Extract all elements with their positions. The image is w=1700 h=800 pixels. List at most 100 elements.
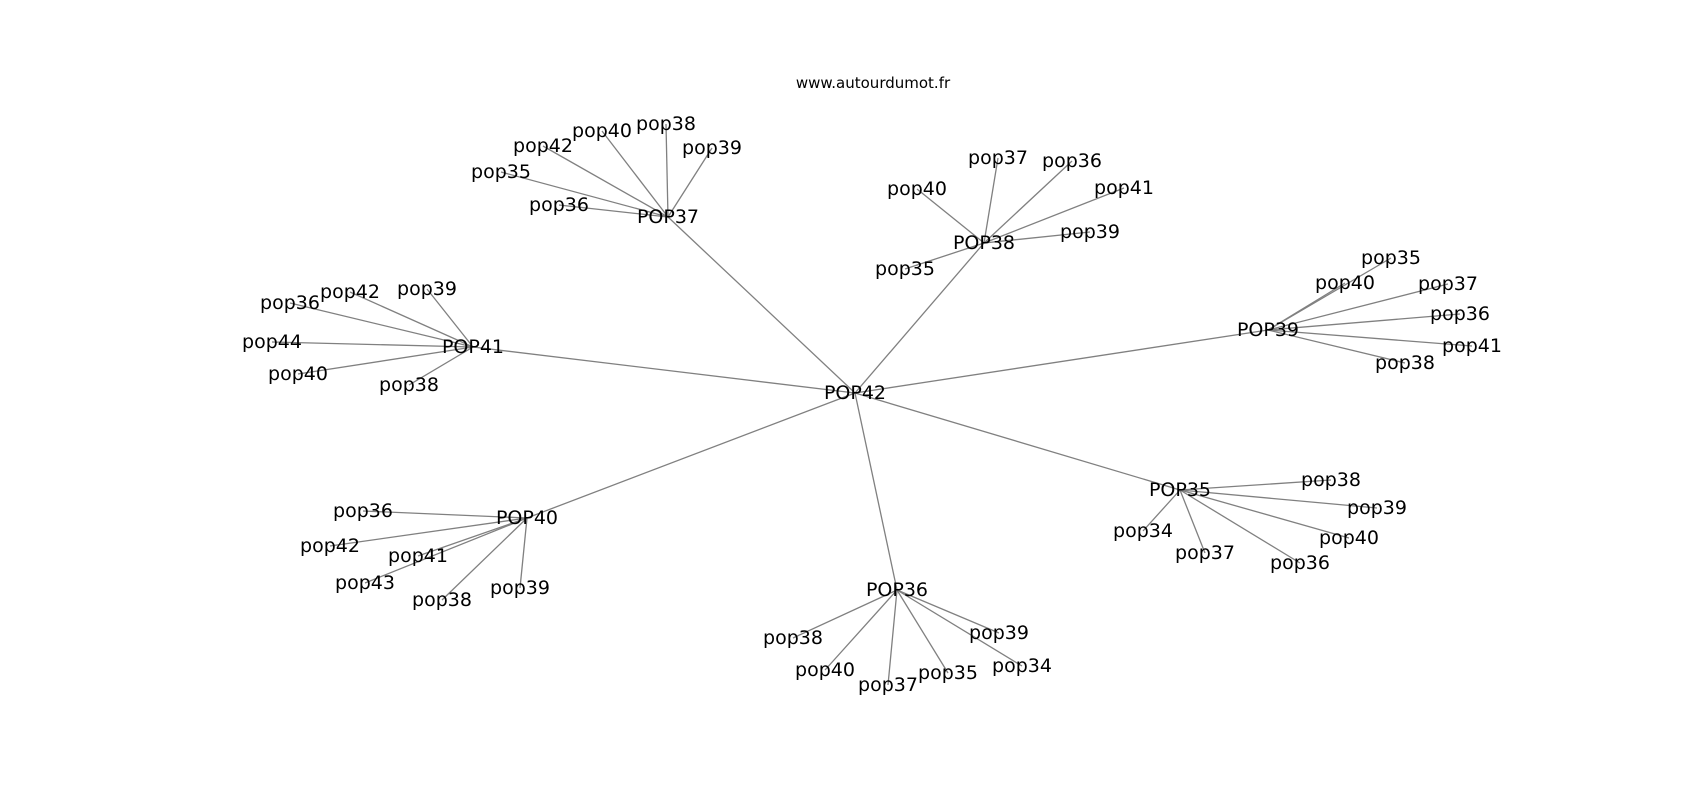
node-center-pop42: POP42	[824, 382, 886, 404]
node-leaf-pop40-pop41: pop41	[388, 545, 448, 567]
node-leaf-pop39-pop41: pop41	[1442, 335, 1502, 357]
edges-layer	[271, 123, 1473, 686]
node-leaf-pop40-pop43: pop43	[335, 572, 395, 594]
node-leaf-pop35-pop38: pop38	[1301, 469, 1361, 491]
node-leaf-pop40-pop36: pop36	[333, 500, 393, 522]
edge-pop42-pop38	[854, 242, 985, 394]
node-leaf-pop35-pop40: pop40	[1319, 527, 1379, 549]
edge-pop41-pop42	[349, 291, 474, 348]
edge-pop39-pop37	[1267, 283, 1449, 331]
node-hub-pop37: POP37	[637, 206, 699, 228]
edge-pop37-pop39	[667, 147, 713, 218]
edge-pop38-pop40	[916, 188, 985, 244]
node-leaf-pop38-pop37: pop37	[968, 147, 1028, 169]
edge-pop42-pop35	[854, 392, 1181, 491]
node-leaf-pop39-pop36: pop36	[1430, 303, 1490, 325]
edge-pop40-pop36	[362, 510, 528, 519]
node-leaf-pop37-pop38: pop38	[636, 113, 696, 135]
edge-pop38-pop35	[904, 242, 985, 270]
node-hub-pop39: POP39	[1237, 319, 1299, 341]
edge-pop36-pop34	[896, 589, 1023, 667]
node-leaf-pop41-pop36: pop36	[260, 292, 320, 314]
edge-pop36-pop38	[792, 589, 898, 639]
edge-pop37-pop40	[601, 130, 669, 218]
edge-pop35-pop34	[1142, 489, 1181, 532]
edge-pop37-pop42	[542, 145, 669, 218]
watermark-text: www.autourdumot.fr	[796, 74, 951, 92]
node-leaf-pop39-pop38: pop38	[1375, 352, 1435, 374]
node-leaf-pop37-pop42: pop42	[513, 135, 573, 157]
edge-pop39-pop41	[1267, 329, 1473, 347]
node-leaf-pop36-pop37: pop37	[858, 674, 918, 696]
node-leaf-pop37-pop40: pop40	[572, 120, 632, 142]
node-leaf-pop39-pop40: pop40	[1315, 272, 1375, 294]
edge-pop35-pop36	[1179, 489, 1301, 564]
edge-pop42-pop36	[854, 392, 898, 591]
edge-pop40-pop39	[519, 517, 528, 589]
node-leaf-pop41-pop39: pop39	[397, 278, 457, 300]
node-leaf-pop36-pop39: pop39	[969, 622, 1029, 644]
node-leaf-pop36-pop34: pop34	[992, 655, 1052, 677]
edge-pop39-pop38	[1267, 329, 1406, 364]
node-leaf-pop35-pop39: pop39	[1347, 497, 1407, 519]
edge-pop38-pop39	[983, 231, 1091, 244]
node-leaf-pop37-pop39: pop39	[682, 137, 742, 159]
node-hub-pop38: POP38	[953, 232, 1015, 254]
edge-pop38-pop36	[983, 160, 1073, 244]
node-leaf-pop38-pop36: pop36	[1042, 150, 1102, 172]
node-leaf-pop37-pop36: pop36	[529, 194, 589, 216]
edge-pop41-pop38	[408, 346, 474, 386]
edge-pop42-pop40	[526, 392, 856, 519]
node-leaf-pop36-pop38: pop38	[763, 627, 823, 649]
edge-pop39-pop36	[1267, 313, 1461, 331]
edge-pop42-pop37	[667, 216, 856, 394]
edge-pop40-pop43	[364, 517, 528, 584]
edge-pop41-pop36	[289, 302, 474, 348]
node-leaf-pop41-pop40: pop40	[268, 363, 328, 385]
edge-pop37-pop38	[665, 123, 669, 218]
node-leaf-pop38-pop39: pop39	[1060, 221, 1120, 243]
node-leaf-pop38-pop40: pop40	[887, 178, 947, 200]
edge-pop37-pop35	[500, 171, 669, 218]
edge-pop38-pop37	[983, 157, 999, 244]
edge-pop41-pop44	[271, 341, 474, 348]
node-leaf-pop38-pop35: pop35	[875, 258, 935, 280]
node-leaf-pop37-pop35: pop35	[471, 161, 531, 183]
node-leaf-pop35-pop36: pop36	[1270, 552, 1330, 574]
edge-pop35-pop37	[1179, 489, 1206, 554]
edge-pop35-pop40	[1179, 489, 1350, 539]
node-leaf-pop35-pop37: pop37	[1175, 542, 1235, 564]
node-hub-pop41: POP41	[442, 336, 504, 358]
node-hub-pop36: POP36	[866, 579, 928, 601]
edge-pop36-pop35	[896, 589, 949, 674]
node-leaf-pop36-pop40: pop40	[795, 659, 855, 681]
edge-pop36-pop37	[887, 589, 898, 686]
node-leaf-pop41-pop38: pop38	[379, 374, 439, 396]
edge-pop36-pop39	[896, 589, 1000, 634]
node-leaf-pop38-pop41: pop41	[1094, 177, 1154, 199]
node-leaf-pop40-pop38: pop38	[412, 589, 472, 611]
node-leaf-pop39-pop37: pop37	[1418, 273, 1478, 295]
node-leaf-pop36-pop35: pop35	[918, 662, 978, 684]
node-leaf-pop40-pop42: pop42	[300, 535, 360, 557]
edge-pop39-pop40	[1267, 282, 1346, 331]
edge-pop38-pop41	[983, 187, 1125, 244]
edge-pop37-pop36	[558, 204, 669, 218]
edge-pop40-pop41	[417, 517, 528, 557]
node-leaf-pop41-pop44: pop44	[242, 331, 302, 353]
edge-pop36-pop40	[824, 589, 898, 671]
edge-pop40-pop38	[441, 517, 528, 601]
edge-pop40-pop42	[329, 517, 528, 547]
edge-pop35-pop38	[1179, 479, 1332, 491]
node-hub-pop35: POP35	[1149, 479, 1211, 501]
edge-pop41-pop40	[297, 346, 474, 375]
node-leaf-pop39-pop35: pop35	[1361, 247, 1421, 269]
node-leaf-pop40-pop39: pop39	[490, 577, 550, 599]
edge-pop42-pop41	[472, 346, 856, 394]
node-hub-pop40: POP40	[496, 507, 558, 529]
edge-pop41-pop39	[426, 288, 474, 348]
node-leaf-pop35-pop34: pop34	[1113, 520, 1173, 542]
node-leaf-pop41-pop42: pop42	[320, 281, 380, 303]
